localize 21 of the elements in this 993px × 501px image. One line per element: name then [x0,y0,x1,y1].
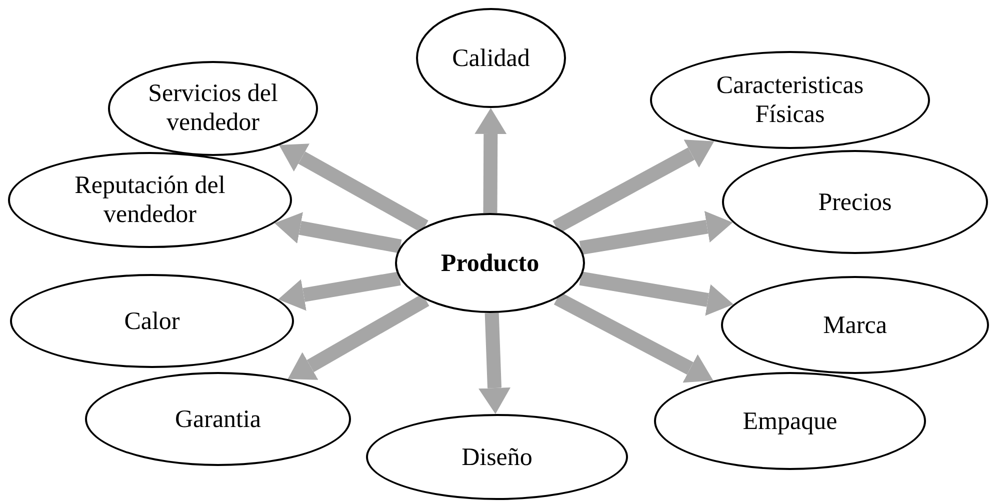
block-arrow [279,144,428,233]
node-label: Garantia [174,404,262,434]
node-label: Calor [124,306,180,336]
node-label: Caracteristicas Físicas [715,71,865,129]
node-label: Producto [440,248,540,278]
block-arrow [288,294,430,380]
block-arrow [579,271,734,316]
block-arrow [478,312,510,414]
block-arrow [274,212,402,254]
node-label: Diseño [462,442,532,472]
block-arrow [579,210,733,255]
block-arrow [278,272,401,311]
node-label: Precios [818,188,892,216]
block-arrow [554,292,714,383]
block-arrow [552,140,714,234]
node-label: Empaque [742,406,838,436]
node-label: Reputación del vendedor [74,171,226,229]
block-arrow [474,108,507,214]
node-label: Servicios del vendedor [147,79,279,137]
node-label: Calidad [452,44,530,72]
node-label: Marca [823,310,887,340]
